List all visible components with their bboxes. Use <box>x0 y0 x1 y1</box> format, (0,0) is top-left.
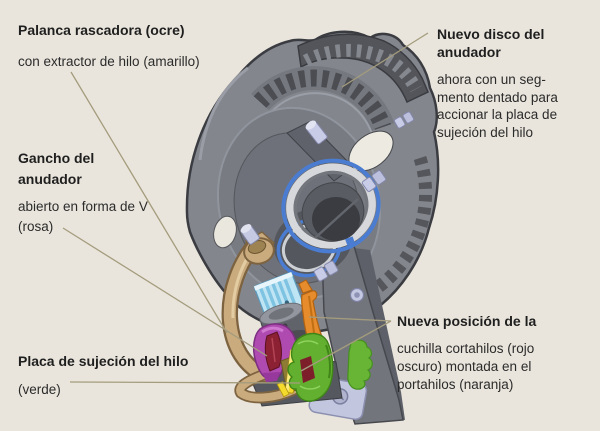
twine-plate-verde-right <box>347 339 373 390</box>
arm-front <box>321 245 404 425</box>
label-disco-body-line2: mento dentado para <box>437 89 558 105</box>
label-disco-body-line1: ahora con un seg- <box>437 72 546 87</box>
bolt-pair-mid <box>313 260 339 282</box>
label-disco: Nuevo disco del anudador ahora con un se… <box>437 25 558 141</box>
label-disco-title-line1: Nuevo disco del <box>437 26 545 42</box>
edge-serration <box>370 156 433 296</box>
hex-bolt <box>349 287 365 303</box>
label-nueva-posicion-body-line1: cuchilla cortahilos (rojo <box>397 341 535 356</box>
label-gancho-title-line2: anudador <box>18 171 82 187</box>
bearing-silver-ring <box>286 163 376 249</box>
callout-line-gancho <box>62 227 268 357</box>
disc-rim-highlight <box>198 66 249 161</box>
callout-line-disco <box>341 32 429 88</box>
toothed-ring-inner-rim <box>267 92 373 135</box>
callout-lines <box>62 32 429 384</box>
callout-line-palanca <box>70 71 228 334</box>
label-palanca-title: Palanca rascadora (ocre) <box>18 22 185 38</box>
blue-chip <box>345 236 355 246</box>
support-arm <box>321 245 405 425</box>
lever-pivot-bolt <box>240 224 260 245</box>
label-disco-title-line2: anudador <box>437 44 501 60</box>
label-nueva-posicion: Nueva posición de la cuchilla cortahilos… <box>397 313 536 394</box>
label-disco-body-line3: accionar la placa de <box>437 107 558 122</box>
label-nueva-posicion-body-line2: oscuro) montada en el <box>397 359 532 374</box>
disc-cutout-left <box>213 215 237 249</box>
label-placa: Placa de sujeción del hilo (verde) <box>18 353 188 398</box>
disc-top-cap-slots <box>302 43 422 93</box>
label-nueva-posicion-title: Nueva posición de la <box>397 313 537 329</box>
knotter-hook-rosa <box>252 323 297 382</box>
bearing-blue-ring <box>281 158 381 254</box>
hub-bore-divider <box>314 198 359 239</box>
twine-plate-verde <box>287 332 373 402</box>
label-gancho-body-line2: (rosa) <box>18 219 54 234</box>
knife-in-plate <box>300 356 315 383</box>
callout-line-placa <box>69 381 301 384</box>
label-gancho-title-line1: Gancho del <box>18 150 95 166</box>
bolt-pair-upper <box>361 170 387 192</box>
toothed-ring-teeth <box>253 69 392 131</box>
knotter-disc <box>185 30 440 333</box>
fasteners <box>293 111 415 322</box>
scraper-lever-ocre <box>221 224 313 404</box>
label-gancho: Gancho del anudador abierto en forma de … <box>18 148 148 237</box>
hub-bracket-bolt <box>305 120 328 145</box>
hub-bearing <box>273 120 381 278</box>
label-gancho-body-line1: abierto en forma de V <box>18 199 148 214</box>
bolt-pair-top-right <box>393 111 415 129</box>
label-placa-body: (verde) <box>18 382 61 397</box>
label-disco-body-line4: sujeción del hilo <box>437 124 534 140</box>
label-nueva-posicion-body-line3: portahilos (naranja) <box>397 377 514 392</box>
callout-line-cuchilla <box>300 320 392 372</box>
label-placa-title: Placa de sujeción del hilo <box>18 353 189 369</box>
callout-line-naranja <box>308 316 392 322</box>
label-palanca-body: con extractor de hilo (amarillo) <box>18 54 200 69</box>
label-palanca: Palanca rascadora (ocre) con extractor d… <box>18 22 200 70</box>
